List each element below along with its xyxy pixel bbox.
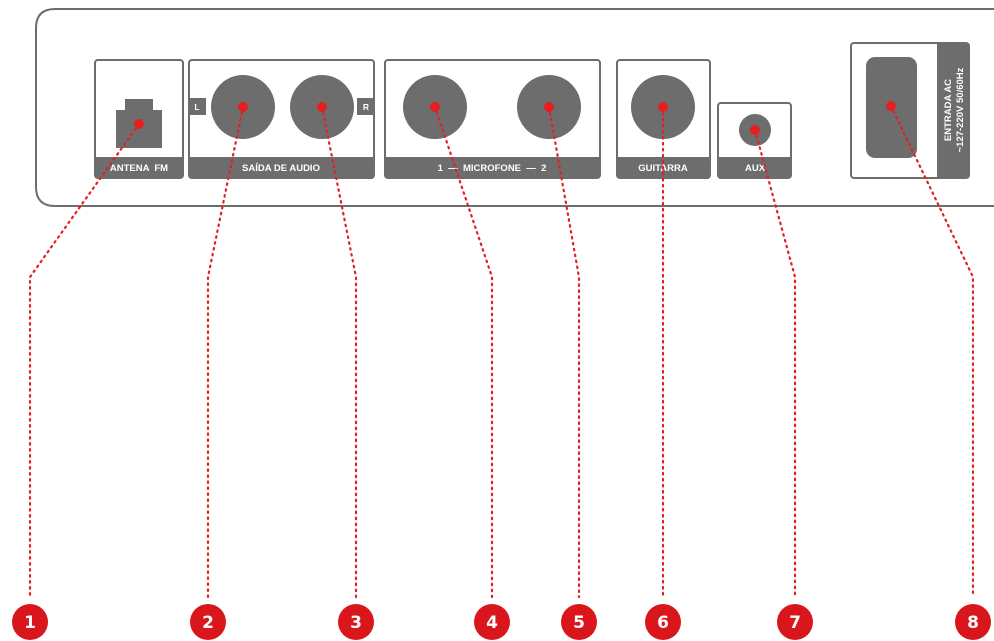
microfone-label: 1 — MICROFONE — 2 [438,163,547,174]
leader-lines [28,104,975,599]
marker-3: 3 [338,604,374,640]
marker-number: 1 [24,613,36,633]
marker-5: 5 [561,604,597,640]
entrada-ac-label-bar [937,43,969,178]
marker-4: 4 [474,604,510,640]
marker-number: 8 [967,613,979,633]
marker-badge [190,604,226,640]
aux-label-bar [718,157,791,178]
aux-label: AUX [745,163,766,174]
marker-number: 2 [202,613,214,633]
marker-number: 5 [573,613,585,633]
saida-right-tag: R [363,102,369,112]
saida-audio-label: SAÍDA DE AUDIO [242,163,320,174]
marker-2: 2 [190,604,226,640]
saida-left-tag-box [189,98,206,115]
saida-right-tag-box [357,98,374,115]
entrada-ac-port: ENTRADA AC ~127-220V 50/60Hz [850,42,970,179]
leader-line-7 [753,128,797,599]
marker-6: 6 [645,604,681,640]
leader-line-2 [206,105,245,599]
marker-number: 7 [789,613,801,633]
saida-audio-port: SAÍDA DE AUDIO L R [188,59,375,179]
marker-badge [474,604,510,640]
leader-line-8 [889,104,975,599]
leader-line-5 [547,105,581,599]
device-body-outline [35,8,994,207]
marker-badge [645,604,681,640]
aux-port: AUX [717,102,792,179]
antena-fm-port: ANTENA FM [94,59,184,179]
marker-badge [561,604,597,640]
antena-fm-label: ANTENA FM [110,163,168,174]
marker-badge [955,604,991,640]
marker-badge [777,604,813,640]
entrada-ac-label-line2: ~127-220V 50/60Hz [955,67,966,152]
saida-audio-label-bar [189,157,374,178]
leader-line-1 [28,122,141,599]
entrada-ac-label-line1: ENTRADA AC [943,79,954,141]
marker-number: 3 [350,613,362,633]
microfone-label-bar [385,157,600,178]
marker-badge [12,604,48,640]
marker-1: 1 [12,604,48,640]
marker-number: 4 [486,613,498,633]
marker-number: 6 [657,613,669,633]
marker-8: 8 [955,604,991,640]
antena-fm-label-bar [95,157,183,178]
saida-left-tag: L [194,102,199,112]
microfone-port: 1 — MICROFONE — 2 [384,59,601,179]
marker-badge [338,604,374,640]
leader-line-3 [320,105,358,599]
marker-7: 7 [777,604,813,640]
leader-line-4 [433,105,494,599]
